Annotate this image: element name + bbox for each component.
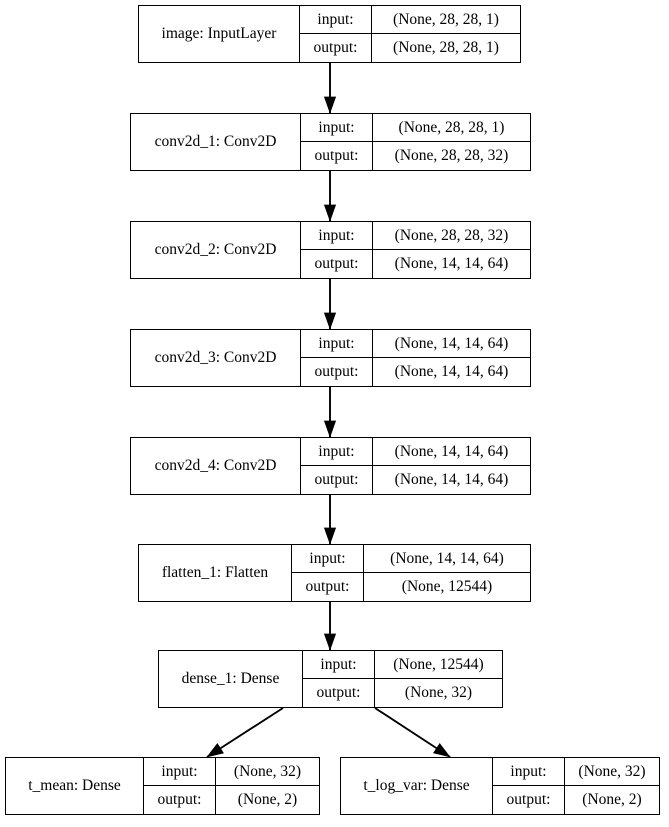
node-t_mean[interactable]: t_mean: Dense input: (None, 32) output: … — [5, 757, 320, 815]
io-block: input: (None, 32) output: (None, 2) — [144, 758, 319, 814]
node-title: conv2d_2: Conv2D — [131, 222, 301, 278]
input-label: input: — [301, 330, 373, 357]
node-title: image: InputLayer — [139, 6, 300, 62]
io-row-input: input: (None, 14, 14, 64) — [292, 545, 530, 573]
node-image[interactable]: image: InputLayer input: (None, 28, 28, … — [138, 5, 521, 63]
input-shape: (None, 28, 28, 1) — [398, 118, 505, 136]
io-row-output: output: (None, 14, 14, 64) — [301, 358, 530, 386]
node-title: conv2d_4: Conv2D — [131, 438, 301, 494]
io-row-input: input: (None, 12544) — [303, 651, 502, 679]
output-label: output: — [303, 679, 375, 707]
io-row-input: input: (None, 28, 28, 1) — [301, 114, 530, 142]
node-title: t_mean: Dense — [6, 758, 144, 814]
input-shape: (None, 32) — [578, 762, 646, 780]
io-row-output: output: (None, 2) — [144, 786, 319, 814]
output-label: output: — [301, 250, 373, 278]
output-shape: (None, 14, 14, 64) — [394, 255, 509, 272]
node-conv2d_2[interactable]: conv2d_2: Conv2D input: (None, 28, 28, 3… — [130, 221, 531, 279]
io-block: input: (None, 32) output: (None, 2) — [493, 758, 659, 814]
output-label: output: — [144, 786, 216, 814]
input-label: input: — [301, 438, 373, 465]
output-label: output: — [301, 142, 373, 170]
input-label: input: — [301, 114, 373, 141]
io-row-output: output: (None, 14, 14, 64) — [301, 466, 530, 494]
io-row-output: output: (None, 28, 28, 32) — [301, 142, 530, 170]
io-row-input: input: (None, 14, 14, 64) — [301, 438, 530, 466]
io-block: input: (None, 28, 28, 1) output: (None, … — [301, 114, 530, 170]
io-block: input: (None, 14, 14, 64) output: (None,… — [301, 438, 530, 494]
io-row-input: input: (None, 32) — [493, 758, 659, 786]
io-block: input: (None, 28, 28, 1) output: (None, … — [300, 6, 520, 62]
io-row-output: output: (None, 28, 28, 1) — [300, 34, 520, 62]
input-label: input: — [303, 651, 375, 678]
node-flatten_1[interactable]: flatten_1: Flatten input: (None, 14, 14,… — [138, 544, 531, 602]
input-shape: (None, 28, 28, 32) — [394, 226, 509, 244]
output-label: output: — [301, 358, 373, 386]
io-block: input: (None, 28, 28, 32) output: (None,… — [301, 222, 530, 278]
output-shape: (None, 28, 28, 1) — [393, 39, 499, 56]
output-shape: (None, 14, 14, 64) — [394, 471, 509, 488]
node-t_log_var[interactable]: t_log_var: Dense input: (None, 32) outpu… — [340, 757, 660, 815]
edge-dense_1-to-t_mean — [206, 707, 284, 758]
io-row-input: input: (None, 14, 14, 64) — [301, 330, 530, 358]
io-block: input: (None, 14, 14, 64) output: (None,… — [292, 545, 530, 601]
output-label: output: — [292, 573, 364, 601]
node-conv2d_4[interactable]: conv2d_4: Conv2D input: (None, 14, 14, 6… — [130, 437, 531, 495]
io-block: input: (None, 14, 14, 64) output: (None,… — [301, 330, 530, 386]
input-label: input: — [300, 6, 372, 33]
output-label: output: — [300, 34, 372, 62]
node-title: conv2d_3: Conv2D — [131, 330, 301, 386]
output-label: output: — [301, 466, 373, 494]
output-shape: (None, 14, 14, 64) — [394, 363, 509, 380]
input-label: input: — [493, 758, 565, 785]
io-row-output: output: (None, 2) — [493, 786, 659, 814]
io-row-input: input: (None, 28, 28, 1) — [300, 6, 520, 34]
input-label: input: — [292, 545, 364, 572]
io-row-output: output: (None, 32) — [303, 679, 502, 707]
edge-dense_1-to-t_log_var — [374, 707, 451, 758]
output-label: output: — [493, 786, 565, 814]
output-shape: (None, 32) — [404, 684, 473, 701]
node-title: dense_1: Dense — [159, 651, 303, 707]
node-conv2d_1[interactable]: conv2d_1: Conv2D input: (None, 28, 28, 1… — [130, 113, 531, 171]
input-shape: (None, 14, 14, 64) — [394, 442, 509, 460]
node-title: t_log_var: Dense — [341, 758, 493, 814]
input-shape: (None, 14, 14, 64) — [390, 549, 504, 567]
node-title: conv2d_1: Conv2D — [131, 114, 301, 170]
output-shape: (None, 2) — [237, 791, 298, 808]
node-dense_1[interactable]: dense_1: Dense input: (None, 12544) outp… — [158, 650, 503, 708]
input-shape: (None, 32) — [233, 762, 302, 780]
input-shape: (None, 12544) — [393, 655, 484, 673]
io-row-input: input: (None, 32) — [144, 758, 319, 786]
input-shape: (None, 14, 14, 64) — [394, 334, 509, 352]
input-label: input: — [301, 222, 373, 249]
input-label: input: — [144, 758, 216, 785]
io-row-output: output: (None, 12544) — [292, 573, 530, 601]
output-shape: (None, 12544) — [401, 578, 493, 595]
node-conv2d_3[interactable]: conv2d_3: Conv2D input: (None, 14, 14, 6… — [130, 329, 531, 387]
io-row-output: output: (None, 14, 14, 64) — [301, 250, 530, 278]
output-shape: (None, 2) — [582, 791, 642, 808]
input-shape: (None, 28, 28, 1) — [393, 10, 499, 28]
io-block: input: (None, 12544) output: (None, 32) — [303, 651, 502, 707]
output-shape: (None, 28, 28, 32) — [394, 147, 509, 164]
io-row-input: input: (None, 28, 28, 32) — [301, 222, 530, 250]
node-title: flatten_1: Flatten — [139, 545, 292, 601]
